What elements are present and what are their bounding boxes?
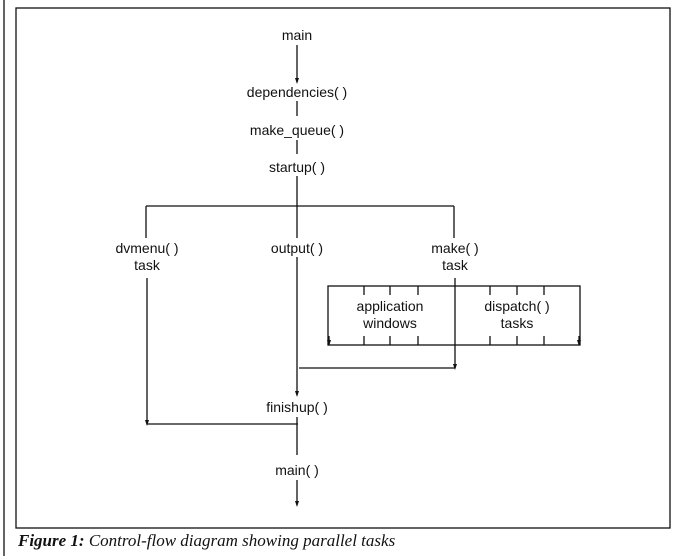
- node-make-line2: task: [442, 257, 468, 273]
- node-main: main: [281, 27, 313, 43]
- node-make-queue: make_queue( ): [249, 122, 345, 138]
- figure-caption: Figure 1: Control-flow diagram showing p…: [18, 531, 395, 551]
- arrow-box-right: [577, 340, 581, 346]
- node-dependencies: dependencies( ): [246, 84, 348, 100]
- parallel-box: [327, 285, 581, 346]
- arrow-dvmenu-return: [145, 420, 149, 426]
- arrow-dependencies: [295, 78, 299, 84]
- caption-text: Control-flow diagram showing parallel ta…: [84, 531, 396, 550]
- node-dispatch-line2: tasks: [500, 315, 534, 331]
- node-main-end: main( ): [275, 462, 319, 478]
- arrow-main-exit: [295, 501, 299, 507]
- arrowheads: [145, 78, 581, 507]
- node-startup: startup( ): [268, 159, 326, 175]
- arrow-make-return: [453, 364, 457, 370]
- node-application-windows: application windows: [357, 298, 424, 332]
- node-dispatch-line1: dispatch( ): [484, 298, 550, 314]
- arrow-box-left: [327, 340, 331, 346]
- node-make: make( ) task: [431, 240, 478, 274]
- node-output: output( ): [270, 240, 324, 257]
- node-dvmenu-line2: task: [134, 257, 160, 273]
- figure-frame: [15, 7, 671, 529]
- box-ticks: [328, 286, 580, 345]
- caption-label: Figure 1:: [18, 531, 85, 550]
- node-dvmenu-line1: dvmenu( ): [115, 240, 179, 256]
- node-dispatch-tasks: dispatch( ) tasks: [484, 298, 549, 332]
- node-finishup: finishup( ): [266, 399, 328, 416]
- node-make-line1: make( ): [431, 240, 479, 256]
- arrow-finishup: [295, 391, 299, 397]
- node-app-line2: windows: [363, 315, 417, 331]
- node-app-line1: application: [356, 298, 424, 314]
- node-dvmenu: dvmenu( ) task: [115, 240, 178, 274]
